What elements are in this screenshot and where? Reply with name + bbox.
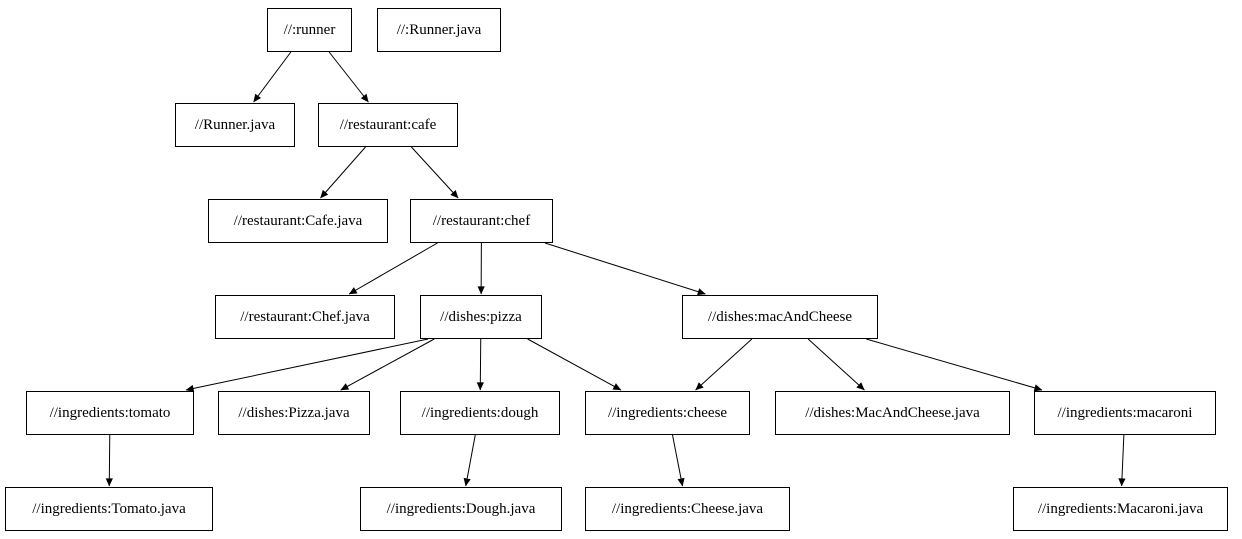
graph-node-cafe: //restaurant:cafe xyxy=(318,103,458,147)
graph-node-runner: //:runner xyxy=(267,8,352,52)
graph-node-cafe-java: //restaurant:Cafe.java xyxy=(208,199,388,243)
graph-node-cheese: //ingredients:cheese xyxy=(585,391,750,435)
graph-node-dough: //ingredients:dough xyxy=(400,391,560,435)
graph-node-chef: //restaurant:chef xyxy=(410,199,553,243)
graph-node-label: //restaurant:Chef.java xyxy=(240,308,370,325)
graph-node-label: //:runner xyxy=(283,21,336,38)
graph-node-label: //ingredients:Dough.java xyxy=(386,500,536,517)
graph-node-label: //ingredients:dough xyxy=(421,404,539,421)
graph-node-macaroni: //ingredients:macaroni xyxy=(1034,391,1216,435)
graph-node-dough-java: //ingredients:Dough.java xyxy=(360,487,562,531)
graph-node-label: //restaurant:cafe xyxy=(339,116,437,133)
graph-node-label: //ingredients:macaroni xyxy=(1057,404,1193,421)
graph-node-label: //ingredients:Cheese.java xyxy=(611,500,764,517)
graph-node-mac-and-cheese: //dishes:macAndCheese xyxy=(682,295,878,339)
graph-node-label: //Runner.java xyxy=(194,116,276,133)
graph-node-label: //ingredients:Tomato.java xyxy=(32,500,186,517)
graph-node-runner-java: //Runner.java xyxy=(175,103,295,147)
graph-node-label: //dishes:macAndCheese xyxy=(707,308,853,325)
graph-node-label: //dishes:Pizza.java xyxy=(238,404,350,421)
graph-node-cheese-java: //ingredients:Cheese.java xyxy=(585,487,790,531)
graph-node-tomato: //ingredients:tomato xyxy=(26,391,194,435)
graph-node-root-runner-java: //:Runner.java xyxy=(377,8,501,52)
graph-node-label: //ingredients:Macaroni.java xyxy=(1037,500,1204,517)
graph-node-label: //ingredients:cheese xyxy=(607,404,728,421)
graph-node-macaroni-java: //ingredients:Macaroni.java xyxy=(1013,487,1228,531)
graph-node-chef-java: //restaurant:Chef.java xyxy=(215,295,395,339)
graph-node-label: //restaurant:Cafe.java xyxy=(233,212,363,229)
graph-node-label: //dishes:MacAndCheese.java xyxy=(805,404,980,421)
graph-node-label: //:Runner.java xyxy=(396,21,482,38)
graph-node-label: //ingredients:tomato xyxy=(49,404,171,421)
graph-node-tomato-java: //ingredients:Tomato.java xyxy=(5,487,213,531)
graph-node-mac-and-cheese-java: //dishes:MacAndCheese.java xyxy=(775,391,1010,435)
graph-node-pizza-java: //dishes:Pizza.java xyxy=(218,391,370,435)
graph-node-label: //dishes:pizza xyxy=(440,308,522,325)
graph-node-label: //restaurant:chef xyxy=(432,212,531,229)
graph-node-pizza: //dishes:pizza xyxy=(420,295,542,339)
